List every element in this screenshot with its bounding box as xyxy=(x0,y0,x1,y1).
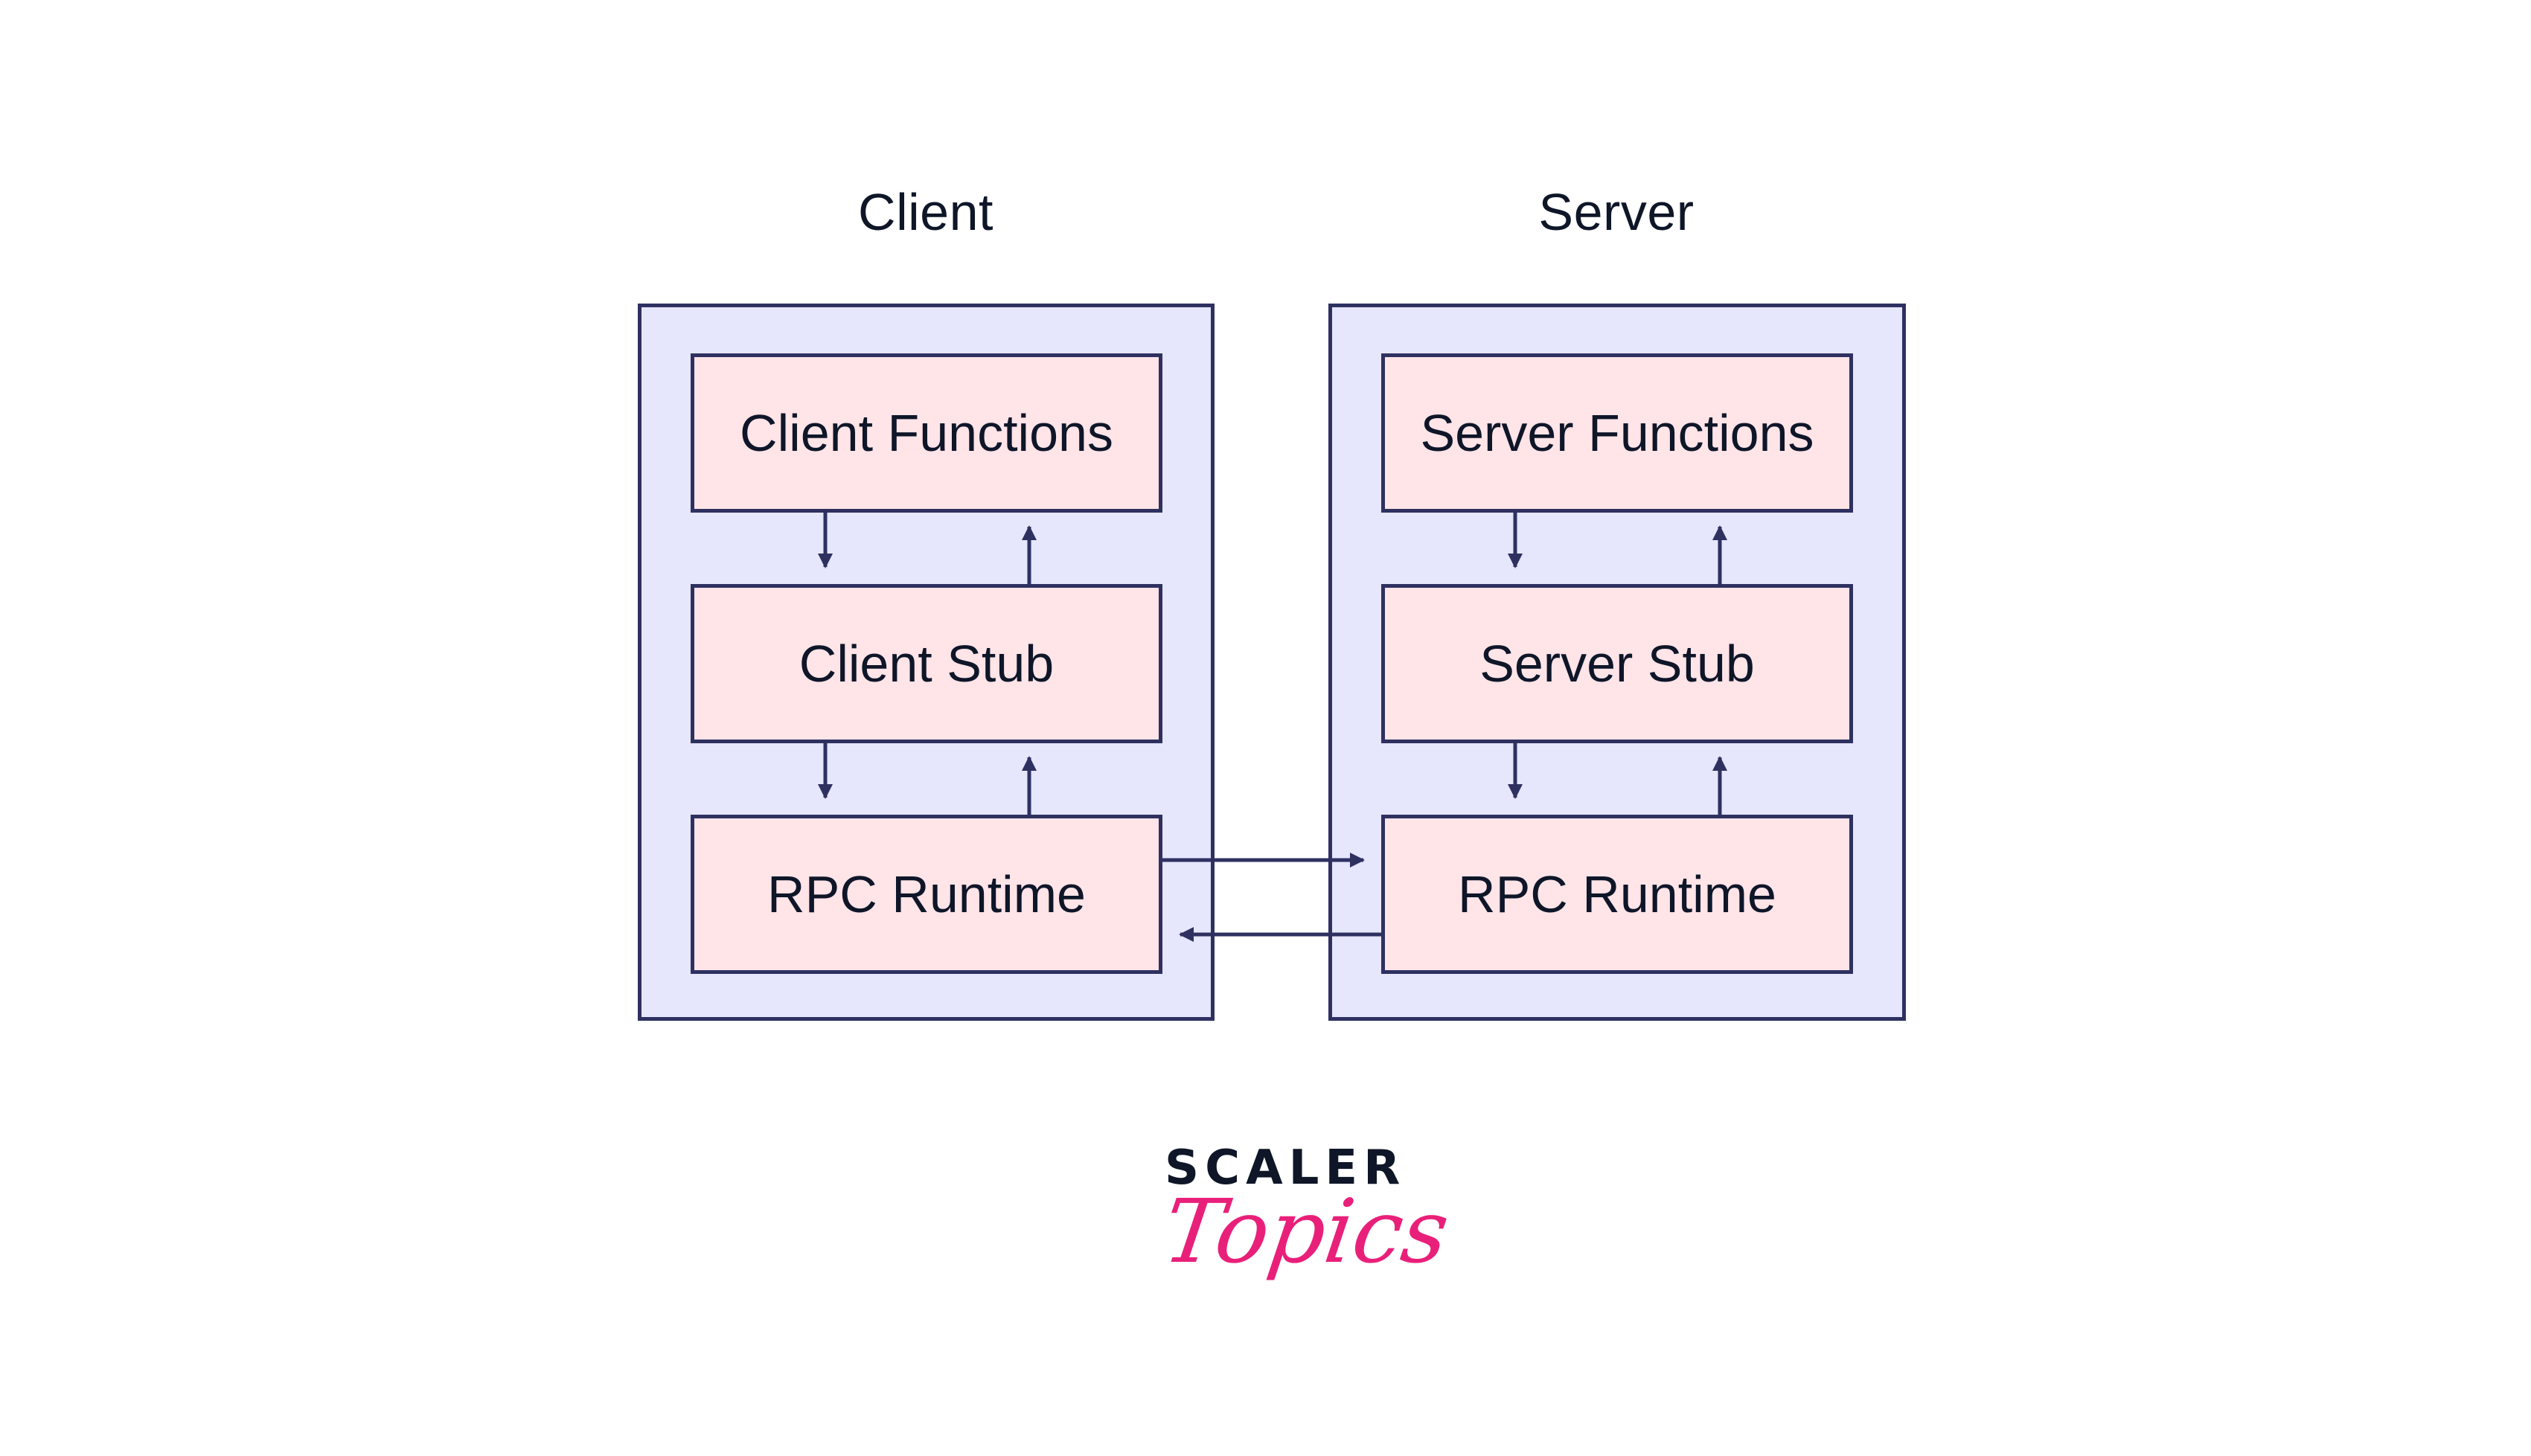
server-functions-box: Server Functions xyxy=(1381,353,1853,513)
logo-topics-text: Topics xyxy=(1157,1180,1456,1283)
server-rpc-runtime-box: RPC Runtime xyxy=(1381,815,1853,974)
client-rpc-runtime-box: RPC Runtime xyxy=(691,815,1162,974)
server-title: Server xyxy=(1538,183,1695,241)
client-functions-box: Client Functions xyxy=(691,353,1162,513)
logo-scaler-text: SCALER xyxy=(1165,1141,1407,1196)
client-stub-box: Client Stub xyxy=(691,584,1162,743)
scaler-topics-logo: SCALER Topics xyxy=(1157,1141,1455,1283)
client-title: Client xyxy=(858,183,993,241)
server-stub-box: Server Stub xyxy=(1381,584,1853,743)
